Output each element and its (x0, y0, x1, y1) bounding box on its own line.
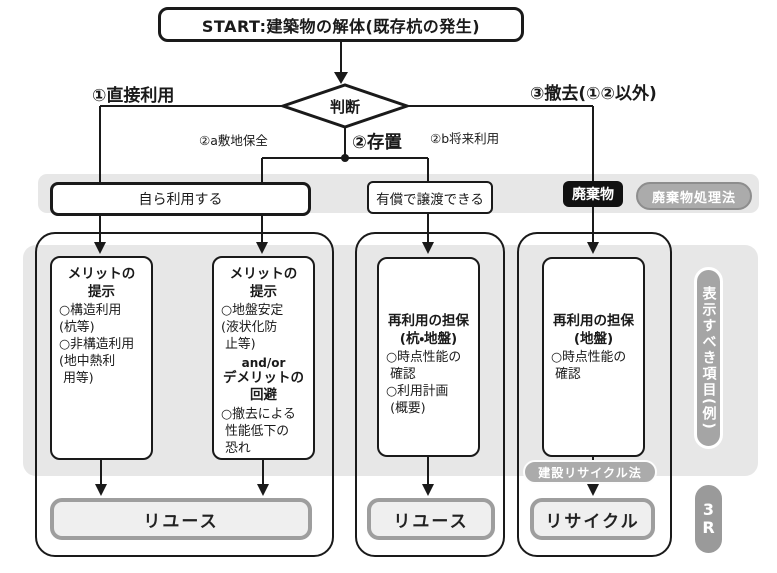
node-paid-transfer-label: 有償で譲渡できる (376, 191, 484, 208)
waste-disposal-law-pill: 廃棄物処理法 (636, 182, 752, 210)
branch-label-preserve: ②存置 (352, 133, 402, 153)
box-merit-ground-body: ○地盤安定 (液状化防 止等) (221, 303, 284, 352)
three-r-pill: 3 R (695, 485, 722, 553)
node-waste: 廃棄物 (563, 181, 623, 207)
arrowhead-merit2 (256, 242, 268, 254)
arrowhead-guarantee2 (587, 242, 599, 254)
branch-label-direct-use: ①直接利用 (92, 86, 175, 106)
arrowhead-guarantee1 (422, 242, 434, 254)
box-reuse-guarantee-pile-ground-body: ○時点性能の 確認 ○利用計画 (概要) (386, 350, 462, 416)
box-merit-ground-connector: and/or (241, 355, 286, 370)
arrowhead-decision (334, 72, 348, 84)
outcome-reuse-preserve-label: リユース (393, 511, 469, 532)
outcome-recycle-label: リサイクル (545, 511, 640, 532)
box-reuse-guarantee-pile-ground-title: 再利用の担保 (杭・地盤) (388, 313, 469, 347)
box-demerit-title: デメリットの 回避 (223, 369, 304, 404)
decision-label: 判断 (329, 98, 360, 116)
box-merit-structural-title: メリットの 提示 (67, 266, 136, 300)
construction-recycling-law-pill: 建設リサイクル法 (523, 460, 657, 484)
node-waste-label: 廃棄物 (572, 187, 614, 203)
box-reuse-guarantee-ground: 再利用の担保 (地盤) ○時点性能の 確認 (542, 257, 645, 457)
arrowhead-reuse1a (95, 484, 107, 496)
box-reuse-guarantee-ground-title: 再利用の担保 (地盤) (553, 313, 634, 347)
node-self-use: 自ら利用する (50, 182, 311, 216)
branch-label-site-preserve: ②a敷地保全 (199, 133, 268, 148)
box-merit-ground-title: メリットの 提示 (229, 266, 298, 300)
box-merit-structural: メリットの 提示 ○構造利用 (杭等) ○非構造利用 (地中熱利 用等) (50, 256, 153, 460)
outcome-reuse-preserve: リユース (367, 498, 495, 540)
column-container-direct-use (35, 232, 334, 557)
arrowhead-reuse2 (422, 484, 434, 496)
node-paid-transfer: 有償で譲渡できる (367, 181, 493, 214)
arrowhead-recycle (587, 484, 599, 496)
branch-label-future-use: ②b将来利用 (430, 131, 500, 146)
junction-dot (341, 154, 349, 162)
outcome-recycle: リサイクル (530, 498, 655, 540)
outcome-reuse-direct-label: リユース (143, 511, 219, 532)
arrowhead-merit1 (94, 242, 106, 254)
column-container-preserve (355, 232, 505, 557)
box-merit-ground: メリットの 提示 ○地盤安定 (液状化防 止等) and/or デメリットの 回… (212, 256, 315, 460)
construction-recycling-law-label: 建設リサイクル法 (538, 465, 642, 480)
start-node: START:建築物の解体(既存杭の発生) (158, 7, 524, 42)
box-demerit-body: ○撤去による 性能低下の 恐れ (221, 406, 296, 456)
box-merit-structural-body: ○構造利用 (杭等) ○非構造利用 (地中熱利 用等) (59, 303, 135, 386)
waste-disposal-law-label: 廃棄物処理法 (651, 190, 736, 206)
box-reuse-guarantee-pile-ground: 再利用の担保 (杭・地盤) ○時点性能の 確認 ○利用計画 (概要) (377, 257, 480, 457)
arrowhead-reuse1b (257, 484, 269, 496)
decision-diamond (278, 83, 412, 129)
column-container-removal (517, 232, 672, 557)
start-label: START:建築物の解体(既存杭の発生) (201, 16, 481, 36)
node-self-use-label: 自ら利用する (138, 192, 223, 208)
box-reuse-guarantee-ground-body: ○時点性能の 確認 (551, 350, 627, 382)
display-items-pill: 表示すべき項目(例) (694, 267, 723, 449)
outcome-reuse-direct: リユース (50, 498, 312, 540)
branch-label-removal: ③撤去(①②以外) (530, 84, 657, 104)
